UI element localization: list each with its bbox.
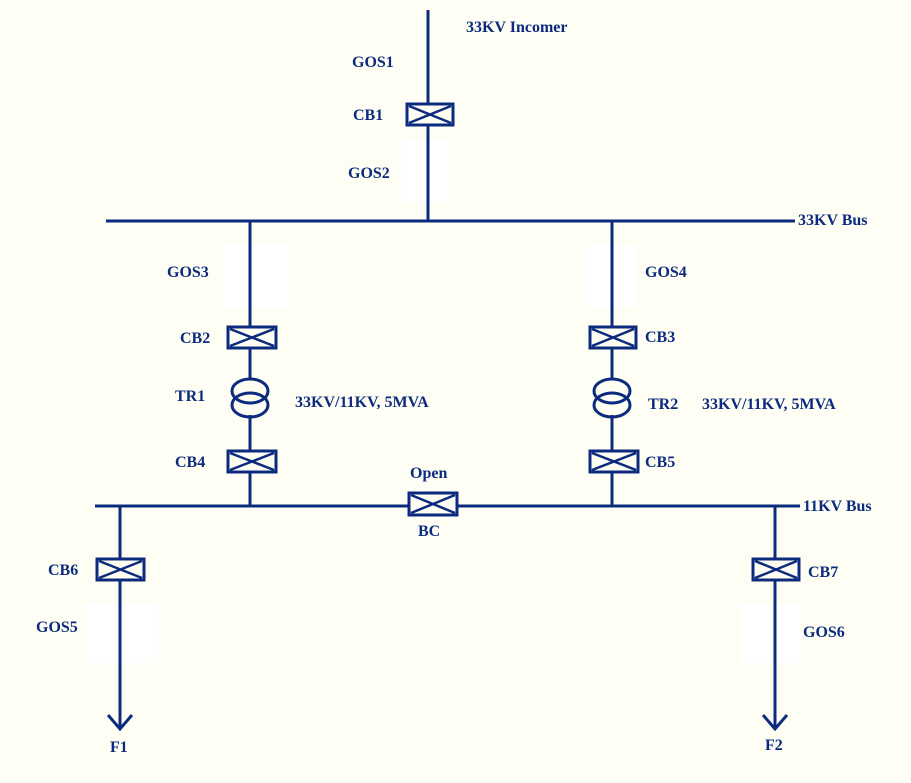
cb4-breaker-icon [226, 449, 278, 474]
gos3-gap [222, 245, 290, 307]
gos2-gap [402, 140, 450, 202]
feeder-f1-label: F1 [110, 739, 128, 756]
bus-33kv-label: 33KV Bus [798, 212, 868, 229]
cb7-breaker-icon [751, 557, 801, 582]
cb1-breaker-icon [405, 102, 455, 127]
tr2-label: TR2 [648, 396, 679, 413]
tr1-rating-label: 33KV/11KV, 5MVA [295, 394, 429, 411]
cb2-breaker-icon [226, 325, 278, 350]
tr1-label: TR1 [175, 388, 206, 405]
gos4-label: GOS4 [645, 264, 687, 281]
cb6-label: CB6 [48, 562, 79, 579]
feeder-f1-arrow-icon [106, 714, 134, 732]
cb7-label: CB7 [808, 564, 839, 581]
tr2-rating-label: 33KV/11KV, 5MVA [702, 396, 836, 413]
gos6-gap [740, 603, 800, 663]
gos3-label: GOS3 [167, 264, 209, 281]
feeder-f2-label: F2 [765, 737, 783, 754]
cb3-breaker-icon [588, 325, 638, 350]
gos2-label: GOS2 [348, 165, 390, 182]
cb2-label: CB2 [180, 330, 211, 347]
incomer-label: 33KV Incomer [466, 19, 568, 36]
bc-state-label: Open [410, 465, 448, 482]
gos6-label: GOS6 [803, 624, 845, 641]
cb6-breaker-icon [95, 557, 146, 582]
cb3-label: CB3 [645, 329, 676, 346]
cb5-breaker-icon [588, 449, 640, 474]
bus-11kv-label: 11KV Bus [803, 498, 872, 515]
gos5-gap [86, 603, 158, 663]
tr2-transformer-icon [592, 377, 632, 419]
tr1-transformer-icon [230, 377, 270, 419]
cb5-label: CB5 [645, 454, 676, 471]
gos5-label: GOS5 [36, 619, 78, 636]
cb4-label: CB4 [175, 454, 206, 471]
cb1-label: CB1 [353, 107, 384, 124]
feeder-f2-arrow-icon [761, 714, 789, 732]
gos1-label: GOS1 [352, 54, 394, 71]
bc-breaker-icon [407, 491, 459, 517]
bc-label: BC [418, 523, 441, 540]
